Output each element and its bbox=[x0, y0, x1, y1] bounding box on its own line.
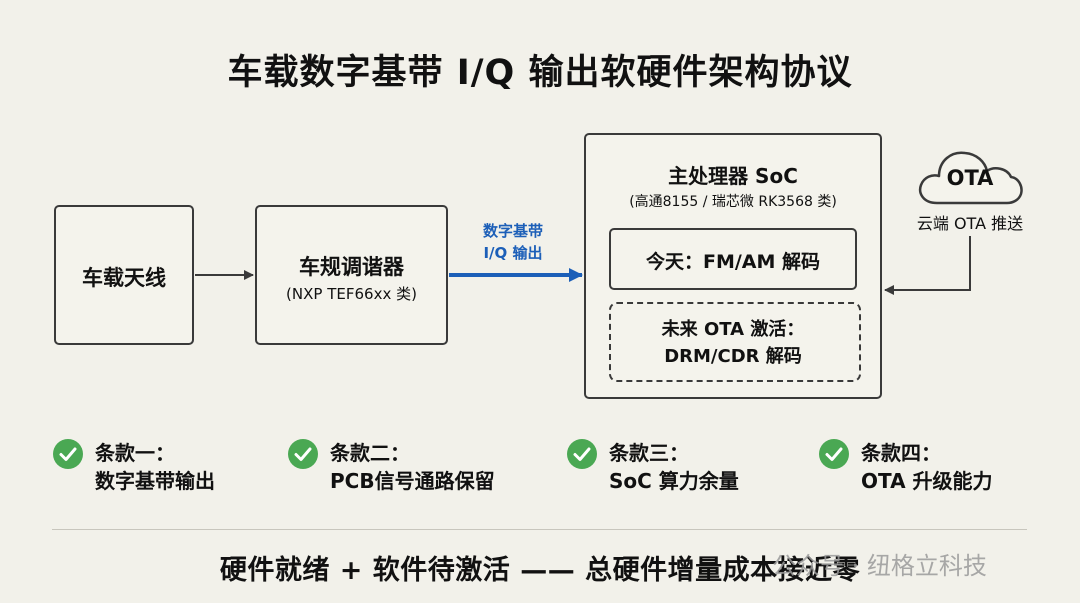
page-title: 车载数字基带 I/Q 输出软硬件架构协议 bbox=[227, 53, 853, 93]
iq-output-label-line1: 数字基带 bbox=[482, 222, 543, 240]
cloud-icon bbox=[919, 151, 1023, 205]
clause-1-title: 条款一： bbox=[95, 441, 175, 465]
clause-4-text: OTA 升级能力 bbox=[861, 469, 993, 493]
iq-output-label: 数字基带 I/Q 输出 bbox=[455, 220, 571, 264]
soc-title: 主处理器 SoC bbox=[668, 164, 798, 188]
tuner-title: 车规调谐器 bbox=[299, 255, 404, 279]
antenna-box bbox=[54, 205, 194, 345]
check-circle-icon bbox=[288, 439, 318, 469]
iq-output-label-line2: I/Q 输出 bbox=[483, 244, 543, 262]
tuner-subtitle: (NXP TEF66xx 类) bbox=[286, 285, 417, 303]
cloud-ota-label: OTA bbox=[946, 166, 994, 190]
clause-3-text: SoC 算力余量 bbox=[609, 469, 739, 493]
clause-2-text: PCB信号通路保留 bbox=[330, 469, 495, 493]
today-decode-label: 今天：FM/AM 解码 bbox=[645, 251, 821, 273]
clause-4-title: 条款四： bbox=[861, 441, 941, 465]
future-decode-box bbox=[609, 302, 861, 382]
check-circle-icon bbox=[567, 439, 597, 469]
check-circle-icon bbox=[819, 439, 849, 469]
future-decode-label-line2: DRM/CDR 解码 bbox=[664, 346, 802, 367]
soc-subtitle: (高通8155 / 瑞芯微 RK3568 类) bbox=[629, 194, 837, 210]
clause-2-title: 条款二： bbox=[330, 441, 410, 465]
divider bbox=[52, 529, 1027, 530]
today-decode-box bbox=[609, 228, 857, 290]
future-decode-label-line1: 未来 OTA 激活： bbox=[661, 319, 805, 340]
clause-1-text: 数字基带输出 bbox=[95, 469, 215, 493]
watermark: 公众号 · 纽格立科技 bbox=[772, 552, 987, 580]
antenna-label: 车载天线 bbox=[82, 266, 166, 290]
summary-text: 硬件就绪 + 软件待激活 —— 总硬件增量成本接近零 bbox=[219, 555, 861, 586]
check-circle-icon bbox=[53, 439, 83, 469]
ota-push-arrow bbox=[884, 236, 971, 295]
clause-3-title: 条款三： bbox=[609, 441, 689, 465]
tuner-box bbox=[255, 205, 448, 345]
cloud-caption: 云端 OTA 推送 bbox=[916, 214, 1024, 233]
